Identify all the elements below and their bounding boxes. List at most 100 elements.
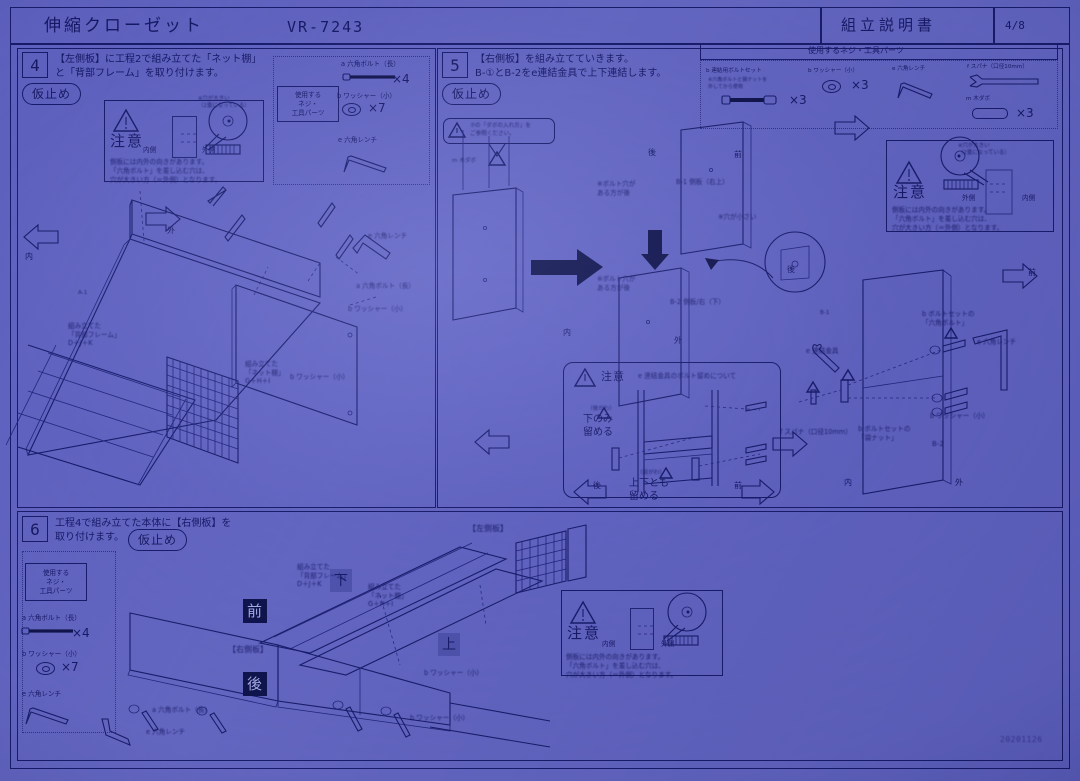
step4-caution-word: 注意 — [110, 132, 145, 150]
step5-assembly-diagram — [452, 114, 1038, 495]
page-number: 4/8 — [1005, 19, 1025, 32]
step4-parts-region — [273, 56, 430, 185]
step5-connector-front-note-2: 上下とも 留める — [629, 478, 669, 502]
step4-part-0-bolt-long-icon — [342, 73, 395, 81]
step4-caution-hole-note: ※穴が大きい （2重になっている） — [198, 96, 250, 109]
step4-part-1-qty: ×7 — [368, 101, 386, 115]
step6-parts-box-label — [25, 563, 87, 601]
step5-arrow-back-2: 後 — [787, 265, 795, 274]
step5-caution-detail-drawing — [940, 136, 1013, 215]
step5-label-hex-wrench: e 六角レンチ — [977, 338, 1017, 346]
step5-arrow-back-1: 後 — [648, 148, 656, 157]
parts-header-item-4-name: m 木ダボ — [966, 96, 991, 102]
step6-caution-panel-shape — [630, 608, 654, 650]
step6-instruction-line2: 取り付けます。 — [55, 532, 124, 543]
step5-temp-fix-badge: 仮止め — [442, 83, 502, 105]
step5-arrow-in-1: 内 — [563, 328, 571, 337]
step5-label-panel-upper: B-1 側板（右上） — [676, 178, 729, 186]
step5-caution-text-1: 側板には内外の向きがあります。 — [892, 206, 991, 214]
step4-caution-detail-drawing — [181, 101, 248, 155]
step5-label-hex-bolt: b ボルトセットの 「六角ボルト」 — [922, 310, 975, 327]
step6-arrow-down-badge: 下 — [330, 569, 352, 592]
step6-label-left-panel: 【右側板】 — [228, 645, 268, 654]
step4-part-0-name: a 六角ボルト（長） — [341, 60, 400, 68]
step4-instruction-line1: 【左側板】に工程2で組み立てた「ネット棚」 — [55, 54, 262, 65]
step5-arrow-front-1: 前 — [734, 150, 742, 159]
step4-parts-box-label — [277, 86, 339, 122]
step6-caution-outer-label: 外側 — [661, 640, 675, 648]
step5-caution-outer-label: 外側 — [962, 194, 976, 202]
step4-instruction-line2: と「背部フレーム」を取り付けます。 — [55, 68, 224, 79]
parts-header-item-0-name: b 連結用ボルトセット — [706, 68, 762, 74]
step5-connector-caution-triangle-icon — [573, 367, 597, 387]
step6-part-2-name: e 六角レンチ — [22, 690, 62, 698]
step5-caution-text-3: 穴が大きい方（＝外側）となります。 — [892, 224, 1004, 232]
step4-part-0-qty: ×4 — [392, 72, 410, 86]
step6-label-bolt: a 六角ボルト（長） — [152, 706, 211, 714]
step6-label-net-shelf: 組み立てた 「ネット棚」 G＋H＋I — [368, 583, 408, 609]
parts-header-item-4-qty: ×3 — [1016, 106, 1034, 120]
step5-arrow-in-2: 内 — [844, 478, 852, 487]
step4-label-washer2: b ワッシャー（小） — [290, 373, 350, 381]
step4-caution-box — [104, 100, 264, 182]
step6-label-washer-2: b ワッシャー（小） — [410, 714, 470, 722]
model-number: VR-7243 — [287, 18, 365, 36]
step6-label-washer-1: b ワッシャー（小） — [424, 669, 484, 677]
step4-part-2-hex-wrench-icon — [343, 155, 387, 173]
step5-instruction-line2: B-①とB-2をe連結金具で上下連結します。 — [475, 68, 667, 79]
step5-connector-arrow-front: 前 — [734, 481, 742, 490]
step6-label-right-panel: 【左側板】 — [468, 524, 508, 533]
parts-header-item-1-qty: ×3 — [851, 78, 869, 92]
step5-connector-caution-title: e 連結金具のボルト留めについて — [638, 372, 737, 380]
step6-part-0-bolt-long-icon — [21, 627, 73, 635]
step5-caution-inner-label: 内側 — [1022, 194, 1036, 202]
step6-panel — [17, 511, 1063, 761]
step5-bolt-hole-note-2: ※ボルト穴が ある方が後 — [597, 275, 636, 292]
step5-instruction-line1: 【右側板】を組み立てていきます。 — [475, 54, 634, 65]
parts-header-items-region — [700, 60, 1058, 129]
sheet-border — [10, 7, 1070, 769]
step4-label-washer: b ワッシャー（小） — [348, 305, 408, 313]
step4-caution-inner-label: 内側 — [143, 146, 157, 154]
step5-caution-text-2: 「六角ボルト」を差し込む穴は、 — [892, 215, 991, 223]
step4-label-net-shelf: 組み立てた 「ネット棚」 G＋H＋I — [245, 360, 285, 386]
step5-label-hole-small: ※穴が小さい — [718, 213, 757, 221]
step5-arrow-front-2: 前 — [1028, 268, 1036, 277]
step5-label-connector: e 連結金具 — [806, 347, 839, 355]
step4-caution-text-1: 側板には内外の向きがあります。 — [110, 158, 209, 166]
parts-header-item-3-name: f スパナ（口径10mm） — [967, 64, 1028, 70]
step5-label-b2: B-2 — [932, 440, 944, 448]
step4-label-bolt: a 六角ボルト（長） — [356, 282, 415, 290]
parts-header-box — [700, 44, 1058, 60]
step5-connector-front-note-1: （前がわ） — [637, 470, 665, 476]
step4-part-1-washer-small-icon — [342, 103, 361, 116]
step6-instruction-line1: 工程4で組み立てた本体に【右側板】を — [55, 518, 232, 529]
parts-header-item-3-spanner-icon — [969, 74, 1039, 88]
step6-arrow-back-badge: 後 — [243, 672, 268, 696]
parts-header-item-2-hex-wrench-icon — [897, 82, 933, 99]
step4-caution-panel-shape — [172, 116, 197, 158]
step4-arrow-in-label: 内 — [25, 252, 33, 261]
step5-label-spanner: f スパナ（口径10mm） — [780, 428, 852, 436]
step5-panel — [437, 48, 1063, 508]
parts-header-title: 使用するネジ・工具パーツ — [808, 46, 904, 55]
step5-arrow-out-2: 外 — [955, 478, 963, 487]
step5-dowel-note-triangle-icon — [447, 121, 467, 138]
step6-caution-text-3: 穴が大きい方（＝外側）となります。 — [566, 671, 678, 679]
step4-label-back-frame: 組み立てた 「背部フレーム」 D＋J＋K — [68, 322, 121, 348]
parts-header-item-0-bolt-set-icon — [721, 95, 777, 105]
step6-caution-word: 注意 — [567, 624, 602, 642]
step4-caution-text-3: 穴が大きい方（＝外側）となります。 — [110, 176, 222, 184]
step4-arrow-out-label: 外 — [167, 226, 175, 235]
step6-caution-text-1: 側板には内外の向きがあります。 — [566, 653, 665, 661]
parts-header-item-4-wood-dowel-icon — [972, 108, 1008, 119]
step5-label-panel-lower: B-2 側板/右（下） — [670, 298, 725, 306]
step4-caution-triangle-icon — [112, 108, 140, 132]
step5-dowel-note-text: ⑦の「ダボの入れ方」を ご参照ください。 — [470, 123, 531, 137]
step4-part-2-name: e 六角レンチ — [338, 136, 378, 144]
step5-label-dowel: m 木ダボ — [452, 158, 477, 164]
footer-date-code: 20201126 — [1000, 735, 1043, 744]
document-type-label: 組立説明書 — [841, 16, 937, 34]
step6-part-1-qty: ×7 — [61, 660, 79, 674]
step5-connector-back-note-1: （後がわ） — [587, 406, 615, 412]
